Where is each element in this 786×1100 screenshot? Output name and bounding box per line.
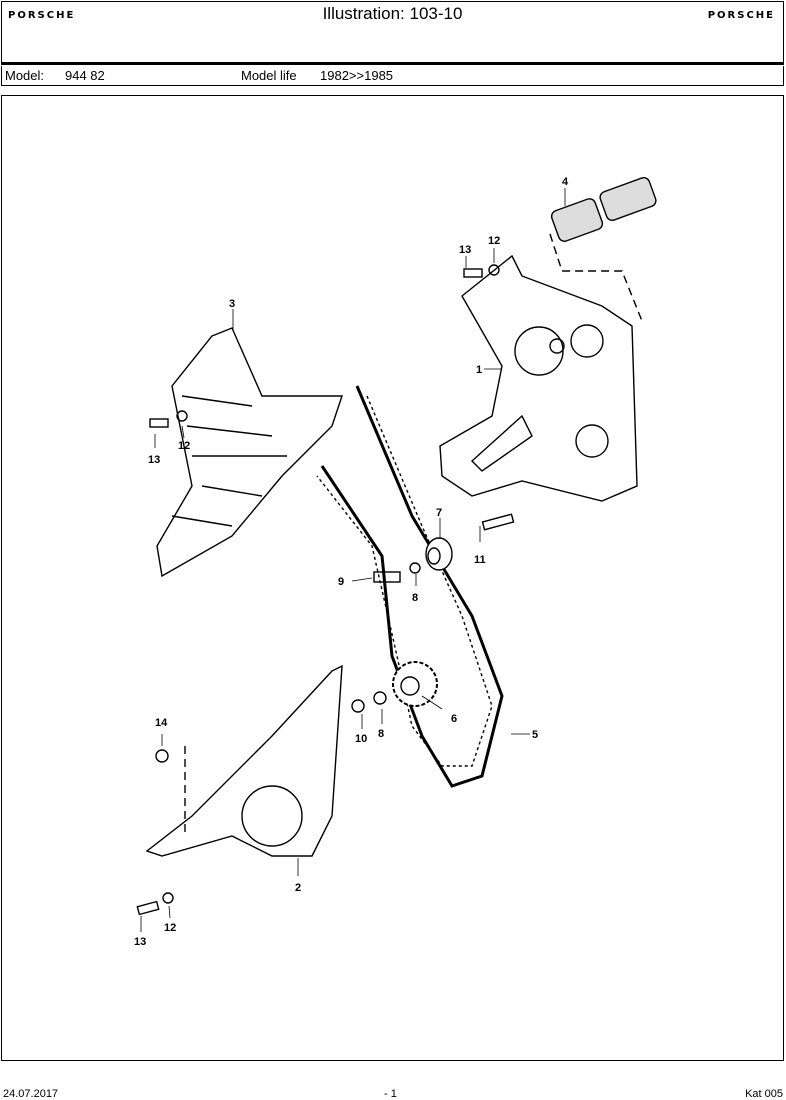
callout-7: 7 [436, 507, 442, 519]
callout-numbers: 1 2 3 4 5 6 7 8 9 10 11 12 13 14 13 12 1… [134, 176, 569, 948]
callout-4: 4 [562, 176, 569, 188]
footer-page: - 1 [384, 1088, 397, 1100]
model-life-label: Model life [241, 68, 297, 83]
model-info-bar: Model: 944 82 Model life 1982>>1985 [1, 66, 784, 86]
footer-date: 24.07.2017 [3, 1088, 59, 1100]
illustration-title: Illustration: 103-10 [322, 4, 463, 23]
part-1-rear-cover [439, 254, 638, 502]
page-header: PORSCHE Illustration: 103-10 PORSCHE [1, 1, 784, 65]
part-6-sprocket [392, 661, 438, 707]
callout-3: 3 [229, 298, 235, 310]
porsche-logo-right: PORSCHE [707, 10, 775, 21]
callout-12-mid: 12 [178, 440, 190, 452]
illustration-frame: 1 2 3 4 5 6 7 8 9 10 11 12 13 14 13 12 1… [1, 95, 784, 1061]
callout-13-mid: 13 [148, 454, 160, 466]
callout-13-bottom: 13 [134, 936, 146, 948]
callout-11: 11 [474, 554, 486, 566]
bolts-and-washers [136, 264, 515, 916]
footer-catalog: Kat 005 [745, 1088, 783, 1100]
callout-13-top: 13 [459, 244, 471, 256]
callout-8: 8 [412, 592, 418, 604]
model-label: Model: [5, 68, 45, 83]
callout-12-bottom: 12 [164, 922, 176, 934]
callout-9: 9 [338, 576, 344, 588]
part-7-tension-roller [425, 537, 453, 571]
callout-5: 5 [532, 729, 538, 741]
callout-6: 6 [451, 713, 457, 725]
callout-leaders [140, 188, 566, 932]
porsche-logo-left: PORSCHE [8, 10, 76, 21]
callout-8-lower: 8 [378, 728, 384, 740]
callout-14: 14 [155, 717, 168, 729]
part-2-lower-cover [145, 664, 343, 857]
callout-1: 1 [476, 364, 482, 376]
part-4-sleeves [549, 177, 657, 322]
callout-10: 10 [355, 733, 367, 745]
exploded-parts-diagram: 1 2 3 4 5 6 7 8 9 10 11 12 13 14 13 12 1… [134, 176, 657, 948]
callout-12-top: 12 [488, 235, 500, 247]
part-3-upper-cover [156, 327, 343, 578]
callout-2: 2 [295, 882, 301, 894]
model-life-value: 1982>>1985 [320, 68, 394, 83]
model-value: 944 82 [65, 68, 105, 83]
